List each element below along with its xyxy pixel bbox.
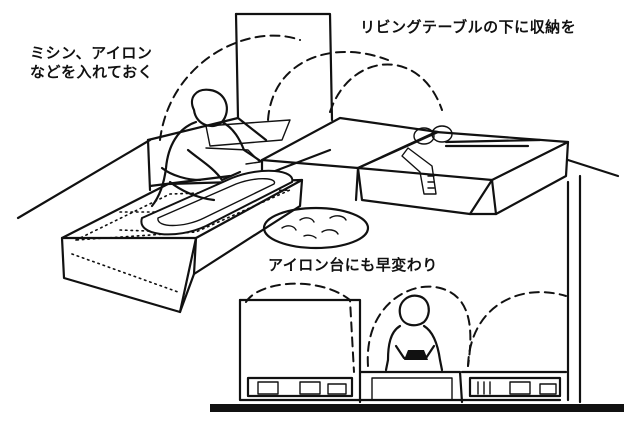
room-floor [16,138,620,220]
section-person [384,294,444,372]
lower-swing-arcs [245,282,567,373]
upper-swing-arcs [159,34,443,141]
caption-sewing-storage: ミシン、アイロン などを入れておく [30,44,153,82]
back-panel [234,12,334,122]
tools-on-table [401,125,542,195]
caption-table-storage: リビングテーブルの下に収納を [360,18,577,36]
caption-ironing-board: アイロン台にも早変わり [268,256,438,274]
section-view [210,174,624,412]
right-table [356,130,570,216]
caption-line-1: ミシン、アイロン [30,44,153,62]
ironing-board [140,169,294,236]
caption-line-2: などを入れておく [30,63,154,81]
seated-person [150,88,264,208]
floor-cushion [262,206,370,250]
